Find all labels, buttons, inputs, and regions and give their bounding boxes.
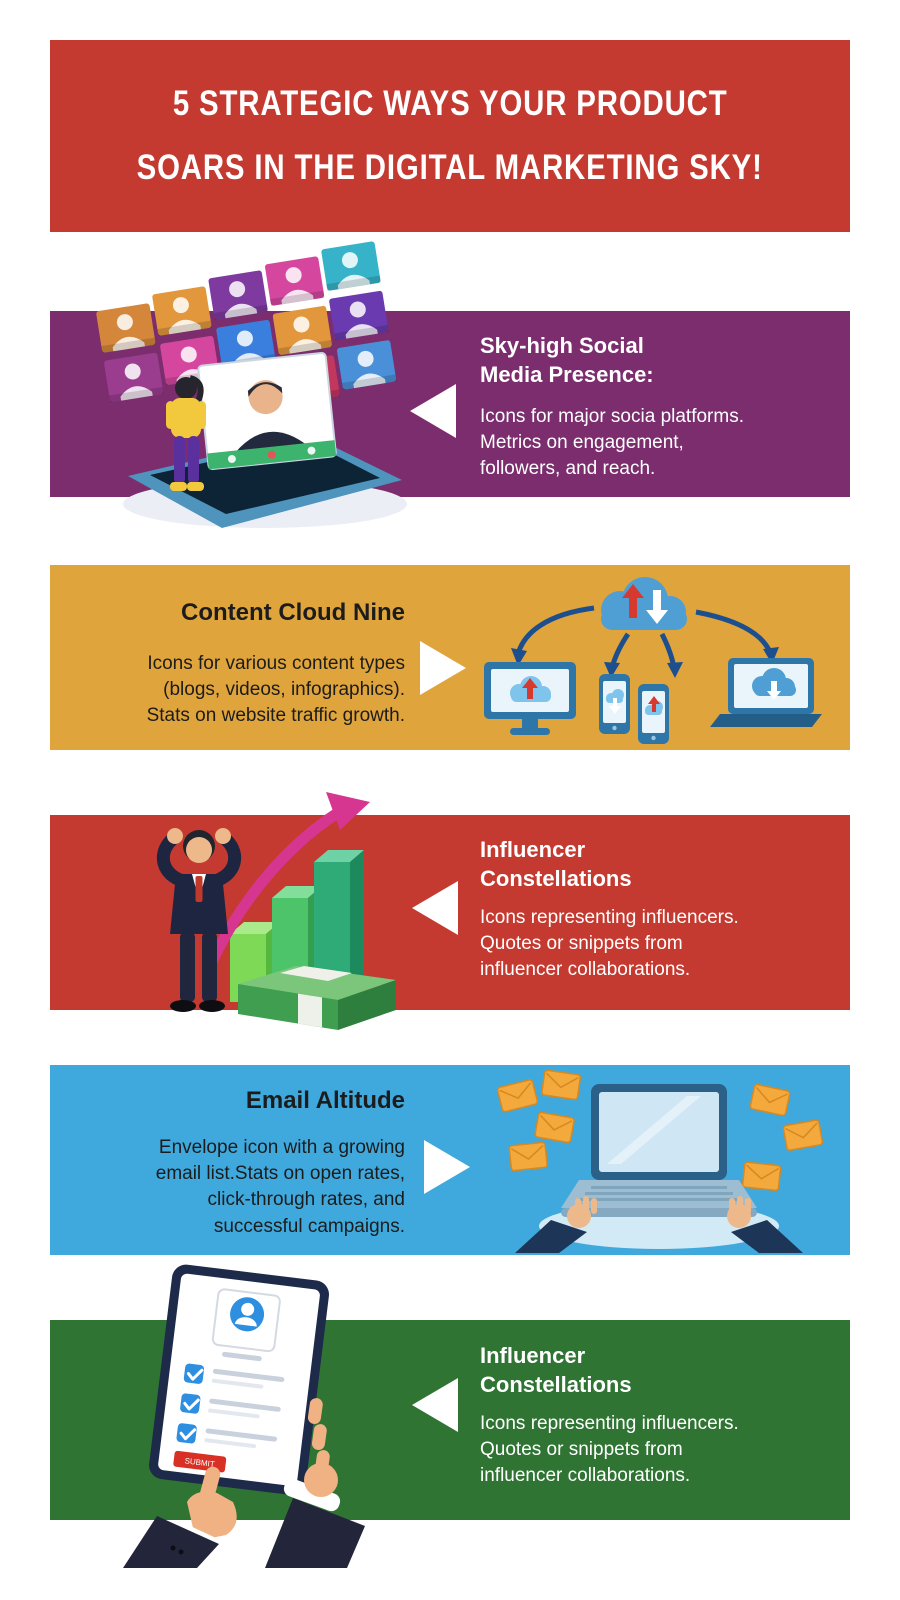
avatar-icon: [211, 1288, 281, 1362]
trend-arrow-icon: [202, 792, 370, 976]
submit-button-label: SUBMIT: [184, 1456, 215, 1469]
holding-hand: [265, 1398, 365, 1568]
section-checklist-arrow-icon: [412, 1378, 458, 1432]
monitor-icon: [484, 662, 576, 735]
money-stack-icon: [238, 966, 396, 1030]
envelope-icons-left: [496, 1069, 582, 1172]
header-title-line-1: 5 STRATEGIC WAYS YOUR PRODUCT: [172, 84, 728, 123]
main-video-card: [197, 352, 337, 471]
growth-chart-illustration: [157, 792, 396, 1030]
section-influencer-arrow-icon: [412, 881, 458, 935]
section-email-arrow-icon: [424, 1140, 470, 1194]
header-title-line-2: SOARS IN THE DIGITAL MARKETING SKY!: [136, 148, 764, 187]
person-figure: [166, 375, 206, 491]
checklist-row-2: [180, 1393, 281, 1419]
laptop-icon: [710, 658, 822, 727]
cloud-icon: [601, 577, 687, 630]
smartphone-icon-1: [599, 674, 630, 734]
pointing-hand: [123, 1466, 237, 1568]
section-email-title: Email Altitude: [245, 1087, 405, 1114]
section-content-arrow-icon: [420, 641, 466, 695]
smartphone-base: [128, 434, 402, 528]
upload-arrow-icon: [622, 584, 644, 618]
section-influencer-body: Icons representing influencers. Quotes o…: [480, 907, 739, 981]
smartphone-icon-2: [638, 684, 669, 744]
header-banner: 5 STRATEGIC WAYS YOUR PRODUCT SOARS IN T…: [50, 40, 850, 232]
social-media-illustration: [95, 241, 407, 528]
checklist-row-3: [176, 1423, 278, 1449]
section-influencer-title: Influencer Constellations: [480, 837, 632, 892]
tablet: SUBMIT: [149, 1264, 330, 1496]
checklist-row-1: [183, 1363, 285, 1389]
section-content-body: Icons for various content types (blogs, …: [146, 653, 405, 727]
businessman-figure: [157, 828, 241, 1012]
sync-arrowheads: [511, 647, 779, 678]
laptop-icon: [561, 1084, 757, 1217]
section-checklist-body: Icons representing influencers. Quotes o…: [480, 1413, 739, 1487]
download-arrow-icon: [646, 590, 668, 624]
section-checklist-title: Influencer Constellations: [480, 1343, 632, 1398]
section-content-title: Content Cloud Nine: [181, 599, 405, 626]
typing-hands: [515, 1196, 803, 1253]
tablet-checklist-illustration: SUBMIT: [123, 1264, 365, 1568]
section-social-title: Sky-high Social Media Presence:: [480, 333, 654, 388]
envelope-icons-right: [741, 1083, 824, 1192]
section-social-body: Icons for major socia platforms. Metrics…: [480, 406, 744, 480]
email-laptop-illustration: [496, 1069, 824, 1253]
cloud-sync-illustration: [484, 577, 822, 744]
section-social-arrow-icon: [410, 384, 456, 438]
section-email-body: Envelope icon with a growing email list.…: [155, 1137, 405, 1237]
